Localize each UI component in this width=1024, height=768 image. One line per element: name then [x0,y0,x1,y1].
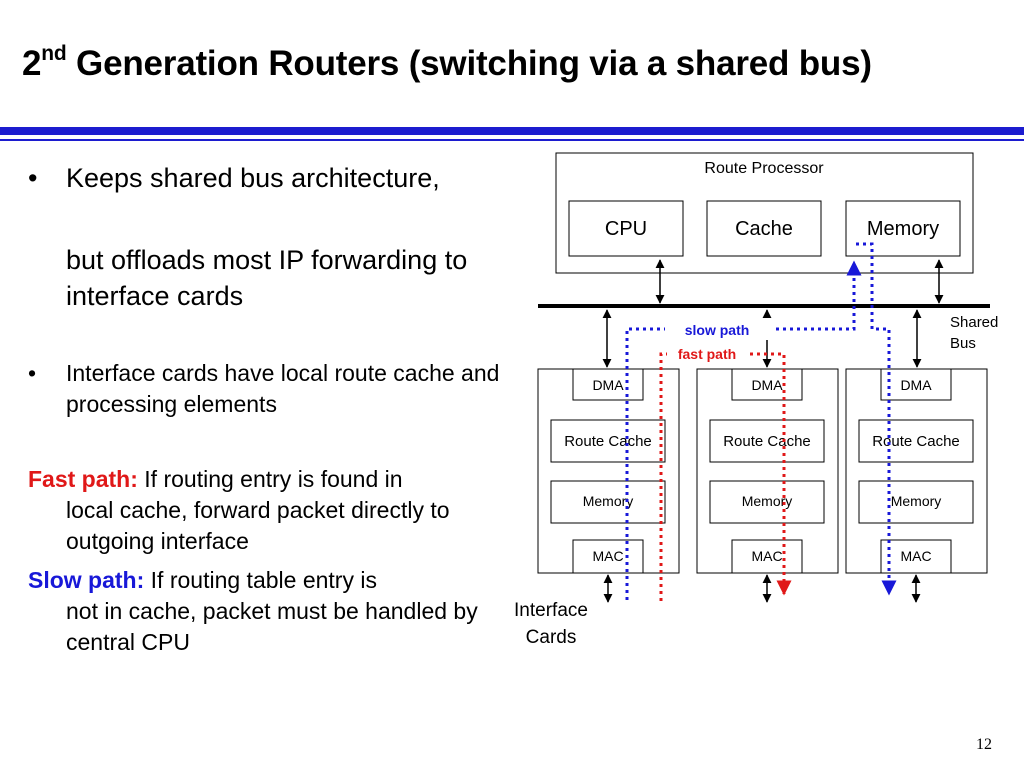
slow-path-paragraph: Slow path: If routing table entry is not… [28,565,498,658]
rp-memory-label: Memory [867,218,939,240]
slow-path-text-first: If routing table entry is [144,567,377,593]
fast-path-text-first: If routing entry is found in [137,466,403,492]
mac-box [731,539,803,574]
slide-title: 2nd Generation Routers (switching via a … [22,42,872,84]
cache-box [706,200,822,257]
interface-cards-label-2: Cards [526,627,577,648]
fast-path-label-bg [667,343,747,365]
slow-path-diagram-label: slow path [685,322,750,338]
card-memory-box [709,480,825,524]
title-superscript: nd [41,42,67,66]
shared-bus-label-2: Bus [950,335,976,352]
route-cache-label: Route Cache [872,433,960,450]
dma-label: DMA [751,377,783,393]
interface-cards-label-1: Interface [514,600,588,621]
title-rule-thin [0,139,1024,141]
interface-card-1: DMA Route Cache Memory MAC [537,368,680,574]
dma-box [880,368,952,401]
card-memory-box [550,480,666,524]
fast-path-diagram-label: fast path [678,346,736,362]
slow-path-down [856,242,897,596]
mac-label: MAC [900,548,931,564]
bullet-1-text: Keeps shared bus architecture, [66,163,440,193]
title-rest: Generation Routers (switching via a shar… [66,44,872,83]
page-number: 12 [976,736,992,753]
route-cache-box [550,419,666,463]
slow-path-label: Slow path: [28,567,145,593]
route-processor-label: Route Processor [704,160,824,177]
dma-label: DMA [592,377,624,393]
slow-path-up [625,260,862,600]
fast-path-label: Fast path: [28,466,138,492]
fast-path-text-rest: local cache, forward packet directly to … [66,497,450,554]
interface-card-2: DMA Route Cache Memory MAC [696,368,839,574]
title-rule-thick [0,127,1024,135]
mac-box [572,539,644,574]
card-memory-label: Memory [742,493,793,509]
title-prefix: 2 [22,44,42,83]
mac-box [880,539,952,574]
card-memory-label: Memory [891,493,942,509]
card-memory-box [858,480,974,524]
shared-bus-label-1: Shared [950,314,998,331]
dma-box [731,368,803,401]
bullet-dot: • [28,163,38,193]
cpu-box [568,200,684,257]
slow-path-label-bg [665,318,773,340]
mac-label: MAC [751,548,782,564]
card-memory-label: Memory [583,493,634,509]
mac-label: MAC [592,548,623,564]
slow-path-text-rest: not in cache, packet must be handled by … [66,598,478,655]
cpu-label: CPU [605,218,647,240]
route-cache-box [858,419,974,463]
dma-label: DMA [900,377,932,393]
bullet-2-text: Interface cards have local route cache a… [66,360,500,417]
fast-path-paragraph: Fast path: If routing entry is found in … [28,464,498,557]
interface-card-3: DMA Route Cache Memory MAC [845,368,988,574]
bullet-1-continuation: but offloads most IP forwarding to inter… [66,245,468,311]
rp-memory-box [845,200,961,257]
dma-box [572,368,644,401]
bullet-dot: • [28,360,37,386]
route-cache-box [709,419,825,463]
route-cache-label: Route Cache [564,433,652,450]
cache-label: Cache [735,218,793,240]
route-cache-label: Route Cache [723,433,811,450]
